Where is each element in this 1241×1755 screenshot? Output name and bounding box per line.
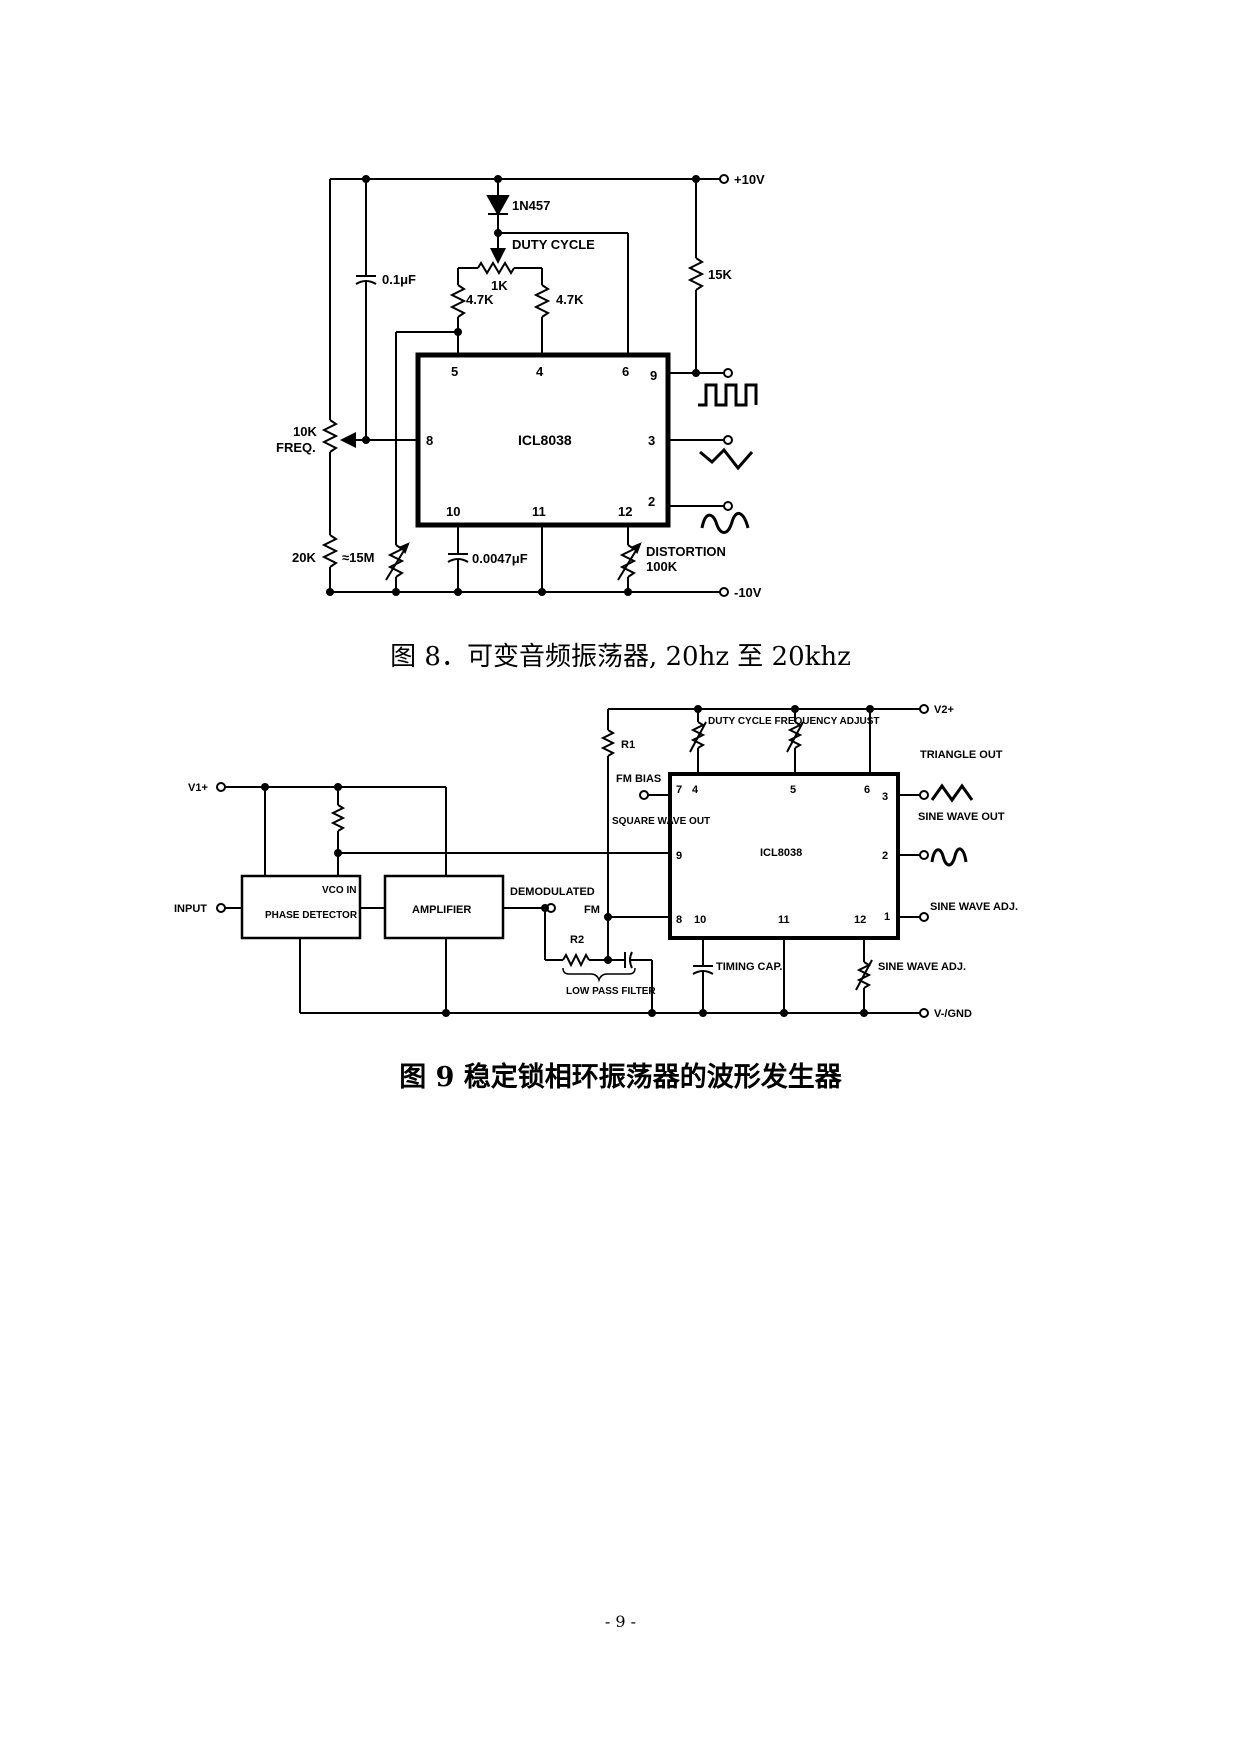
pin-label: 5	[790, 784, 796, 796]
v2-label: V2+	[934, 704, 954, 716]
square-wave-out-label: SQUARE WAVE OUT	[612, 816, 710, 827]
pin-label: 12	[854, 914, 866, 926]
r-47k-left-label: 4.7K	[466, 292, 494, 307]
pin-label: 9	[650, 368, 657, 383]
v1-label: V1+	[188, 782, 208, 794]
pin-label: 2	[648, 494, 655, 509]
pin-label: 10	[694, 914, 706, 926]
demodulated-label: DEMODULATED	[510, 886, 595, 898]
vco-in-label: VCO IN	[322, 885, 356, 896]
r2-label: R2	[570, 934, 584, 946]
r-15m-label: ≈15M	[342, 550, 374, 565]
duty-cycle-adj-label: DUTY CYCLE FREQUENCY ADJUST	[708, 716, 880, 727]
phase-detector-label: PHASE DETECTOR	[265, 910, 358, 921]
freq-pot-value: 10K	[293, 424, 317, 439]
distortion-label: DISTORTION	[646, 544, 726, 559]
figure-8-nodes	[326, 175, 700, 596]
input-label: INPUT	[174, 903, 207, 915]
pin-label: 10	[446, 504, 460, 519]
pin-label: 8	[426, 433, 433, 448]
fm-bias-label: FM BIAS	[616, 773, 661, 785]
pot-1k-label: 1K	[491, 278, 508, 293]
pin-label: 12	[618, 504, 632, 519]
pin-label: 6	[864, 784, 870, 796]
pin-label: 8	[676, 914, 682, 926]
ic-chip-label: ICL8038	[760, 847, 802, 859]
figure-9-schematic	[216, 704, 974, 1018]
low-pass-filter-label: LOW PASS FILTER	[566, 986, 656, 997]
pin-label: 7	[676, 784, 682, 796]
sine-wave-out-label: SINE WAVE OUT	[918, 811, 1005, 823]
timing-cap-label: TIMING CAP.	[716, 961, 782, 973]
pin-label: 4	[536, 364, 544, 379]
r-20k-label: 20K	[292, 550, 316, 565]
figure-8-caption: 图 8．可变音频振荡器, 20hz 至 20khz	[390, 642, 851, 672]
sine-wave-adj-right-label: SINE WAVE ADJ.	[930, 901, 1018, 913]
triangle-out-label: TRIANGLE OUT	[920, 749, 1003, 761]
pin-label: 3	[882, 791, 888, 803]
pin-label: 5	[451, 364, 458, 379]
pin-label: 11	[532, 504, 546, 519]
distortion-value: 100K	[646, 559, 678, 574]
sine-wave-adj-bottom-label: SINE WAVE ADJ.	[878, 961, 966, 973]
vgnd-label: V-/GND	[934, 1008, 972, 1020]
pin-label: 3	[648, 433, 655, 448]
pin-label: 9	[676, 850, 682, 862]
r1-label: R1	[621, 739, 635, 751]
figure-9-caption: 图 9 稳定锁相环振荡器的波形发生器	[399, 1062, 842, 1093]
figure-9-labels: V2+ V1+ INPUT PHASE DETECTOR VCO IN AMPL…	[174, 704, 1018, 1020]
diode-label: 1N457	[512, 198, 550, 213]
fm-label: FM	[584, 904, 600, 916]
amplifier-label: AMPLIFIER	[412, 904, 471, 916]
pin-label: 2	[882, 850, 888, 862]
supply-neg-label: -10V	[734, 585, 762, 600]
freq-pot-label: FREQ.	[276, 440, 316, 455]
pin-label: 6	[622, 364, 629, 379]
pin-label: 4	[692, 784, 699, 796]
ic-chip-label: ICL8038	[518, 432, 572, 448]
duty-cycle-label: DUTY CYCLE	[512, 237, 595, 252]
pin-label: 1	[884, 911, 890, 923]
figure-9-nodes	[261, 705, 874, 1017]
supply-pos-label: +10V	[734, 172, 765, 187]
cap-timing-label: 0.0047μF	[472, 551, 528, 566]
r-47k-right-label: 4.7K	[556, 292, 584, 307]
figure-8-labels: +10V -10V 1N457 DUTY CYCLE 1K 4.7K 4.7K …	[276, 172, 765, 600]
pin-label: 11	[778, 914, 790, 926]
cap-01-label: 0.1μF	[382, 272, 416, 287]
r-15k-label: 15K	[708, 267, 732, 282]
page-number: - 9 -	[604, 1612, 637, 1631]
